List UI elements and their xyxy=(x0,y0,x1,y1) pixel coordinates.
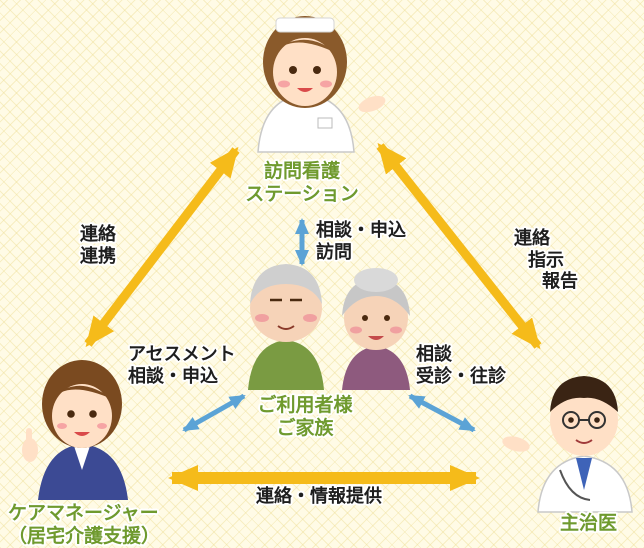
edge-label-care-manager-doctor: 連絡・情報提供 xyxy=(256,486,382,507)
edge-label-nurse-doctor-line3: 報告 xyxy=(542,271,578,293)
edge-label-nurse-user-line2: 訪問 xyxy=(316,241,352,263)
edge-label-nurse-user: 相談・申込 訪問 xyxy=(316,220,406,263)
edge-label-nurse-user-line1: 相談・申込 xyxy=(316,220,406,241)
care-manager-label-line1: ケアマネージャー xyxy=(8,502,159,524)
arrow-nurse-care-manager xyxy=(84,146,240,348)
edge-label-nurse-doctor-line2: 指示 xyxy=(528,249,564,271)
arrow-nurse-doctor xyxy=(376,142,542,350)
user-family-label: ご利用者様 ご家族 xyxy=(240,394,370,440)
elderly-couple-illustration xyxy=(248,264,410,390)
edge-label-nurse-care-manager: 連絡 連携 xyxy=(80,224,116,267)
edge-label-doctor-user-line1: 相談 xyxy=(416,344,452,365)
nurse-station-label: 訪問看護 ステーション xyxy=(232,160,372,206)
edge-label-care-manager-user: アセスメント 相談・申込 xyxy=(128,344,236,387)
edge-label-nurse-care-manager-line1: 連絡 xyxy=(80,224,116,245)
edge-label-nurse-doctor-line1: 連絡 xyxy=(514,228,550,249)
nurse-illustration xyxy=(257,16,386,153)
edge-label-nurse-doctor: 連絡 指示 報告 xyxy=(514,228,578,293)
arrow-care-manager-user xyxy=(182,393,246,433)
nurse-station-label-line2: ステーション xyxy=(245,182,359,205)
care-manager-label-line2: （居宅介護支援） xyxy=(8,524,161,547)
nurse-station-label-line1: 訪問看護 xyxy=(263,160,340,182)
care-manager-illustration xyxy=(22,360,128,500)
arrow-doctor-user xyxy=(408,393,476,433)
doctor-illustration xyxy=(502,376,633,513)
user-family-label-line2: ご家族 xyxy=(276,416,334,439)
edge-label-nurse-care-manager-line2: 連携 xyxy=(80,245,116,267)
edge-label-doctor-user-line2: 受診・往診 xyxy=(416,365,506,387)
care-manager-label: ケアマネージャー （居宅介護支援） xyxy=(8,502,160,548)
doctor-label: 主治医 xyxy=(560,512,618,534)
user-family-label-line1: ご利用者様 xyxy=(257,394,353,416)
edge-label-care-manager-user-line2: 相談・申込 xyxy=(128,365,218,387)
edge-label-doctor-user: 相談 受診・往診 xyxy=(416,344,506,387)
edge-label-care-manager-user-line1: アセスメント xyxy=(128,344,236,365)
